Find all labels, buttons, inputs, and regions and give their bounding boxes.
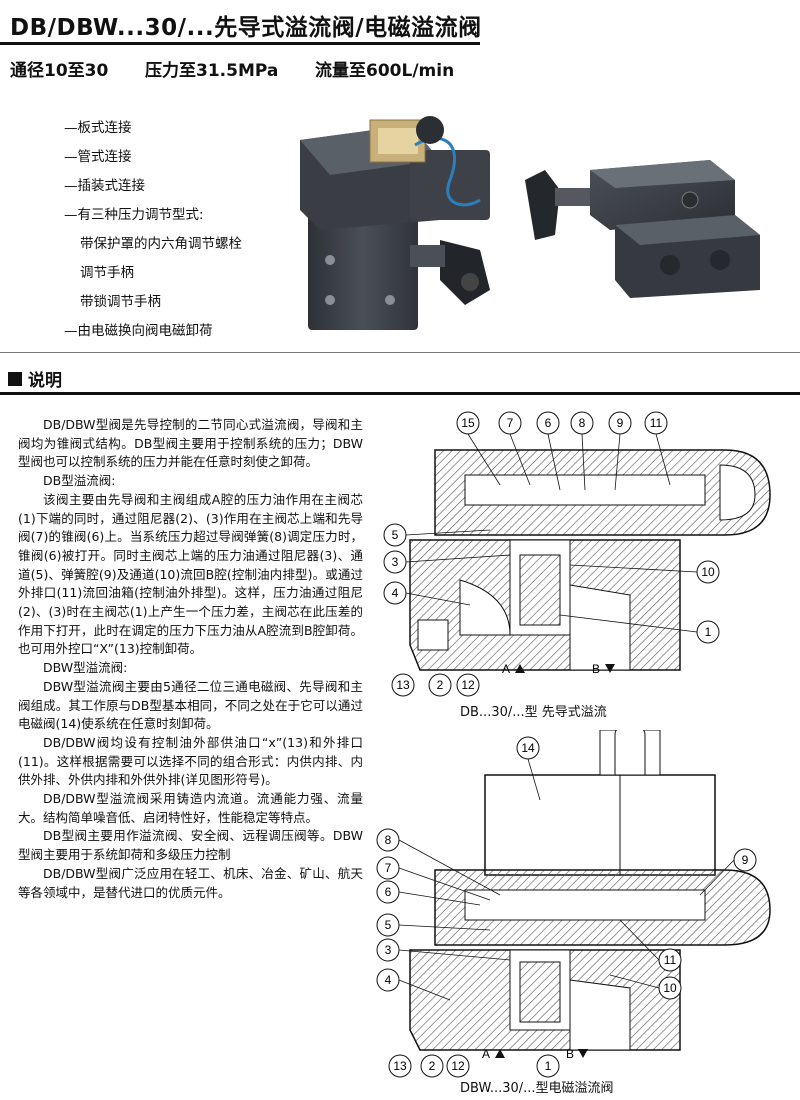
callout-6: 6 xyxy=(385,885,392,899)
callout-9: 9 xyxy=(742,853,749,867)
callout-4: 4 xyxy=(385,973,392,987)
callout-3: 3 xyxy=(392,555,399,569)
callout-9: 9 xyxy=(617,416,624,430)
arrow-up-icon xyxy=(495,1049,505,1058)
callout-14: 14 xyxy=(521,741,535,755)
paragraph-heading: DB型溢流阀: xyxy=(43,473,116,489)
paragraph-heading: DBW型溢流阀: xyxy=(43,660,128,676)
callout-5: 5 xyxy=(385,918,392,932)
diagram1-caption: DB...30/...型 先导式溢流 xyxy=(460,705,607,720)
arrow-down-icon xyxy=(578,1049,588,1058)
section-title: 说明 xyxy=(28,371,62,391)
port-a-label: A xyxy=(502,662,510,676)
callout-2: 2 xyxy=(437,678,444,692)
db-valve-photo xyxy=(525,160,760,298)
paragraph: DB/DBW阀均设有控制油外部供油口“x”(13)和外排口(11)。这样根据需要… xyxy=(18,734,363,788)
dbw-cross-section-diagram: 14 8 7 6 5 3 4 9 11 10 13 2 12 1 A B xyxy=(376,730,771,1078)
arrow-down-icon xyxy=(605,664,615,673)
feature-subitem: 带锁调节手柄 xyxy=(80,294,161,310)
section-underline xyxy=(0,392,800,395)
page-title: DB/DBW...30/...先导式溢流阀/电磁溢流阀 xyxy=(10,15,482,41)
feature-item: —由电磁换向阀电磁卸荷 xyxy=(64,323,213,339)
description-text: DB/DBW型阀是先导控制的二节同心式溢流阀，导阀和主阀均为锥阀式结构。DB型阀… xyxy=(18,416,363,902)
callout-13: 13 xyxy=(393,1059,407,1073)
spec-flow: 流量至600L/min xyxy=(315,61,455,81)
feature-item: —插装式连接 xyxy=(64,178,145,194)
callout-3: 3 xyxy=(385,943,392,957)
callout-6: 6 xyxy=(545,416,552,430)
callout-4: 4 xyxy=(392,586,399,600)
callout-1: 1 xyxy=(545,1059,552,1073)
callout-15: 15 xyxy=(461,416,475,430)
spec-pressure: 压力至31.5MPa xyxy=(145,61,279,81)
title-divider xyxy=(0,42,480,45)
spec-line: 通径10至30 压力至31.5MPa 流量至600L/min xyxy=(10,56,454,81)
paragraph: DB/DBW型溢流阀采用铸造内流道。流通能力强、流量大。结构简单噪音低、启闭特性… xyxy=(18,791,363,825)
db-cross-section-diagram: 15 7 6 8 9 11 5 3 10 4 1 13 2 12 A B xyxy=(383,411,771,697)
callout-7: 7 xyxy=(385,861,392,875)
callout-2: 2 xyxy=(429,1059,436,1073)
callout-group: 15 7 6 8 9 11 5 3 10 4 1 13 2 12 xyxy=(383,411,720,697)
square-bullet-icon xyxy=(8,371,22,386)
port-a-label: A xyxy=(482,1047,490,1061)
feature-item: —有三种压力调节型式: xyxy=(64,207,204,223)
feature-list: —板式连接 —管式连接 —插装式连接 —有三种压力调节型式: 带保护罩的内六角调… xyxy=(64,120,242,352)
diagram2-caption: DBW...30/...型电磁溢流阀 xyxy=(460,1081,614,1096)
callout-8: 8 xyxy=(579,416,586,430)
paragraph: DB/DBW型阀是先导控制的二节同心式溢流阀，导阀和主阀均为锥阀式结构。DB型阀… xyxy=(18,417,363,470)
callout-13: 13 xyxy=(396,678,410,692)
callout-1: 1 xyxy=(705,625,712,639)
callout-11: 11 xyxy=(650,416,663,430)
dbw-valve-photo xyxy=(300,116,490,330)
callout-12: 12 xyxy=(461,678,475,692)
callout-8: 8 xyxy=(385,833,392,847)
port-b-label: B xyxy=(566,1047,574,1061)
section-divider xyxy=(0,352,800,353)
arrow-up-icon xyxy=(515,664,525,673)
spec-bore: 通径10至30 xyxy=(10,61,109,81)
callout-11: 11 xyxy=(664,953,677,967)
feature-item: —板式连接 xyxy=(64,120,132,136)
paragraph: 该阀主要由先导阀和主阀组成A腔的压力油作用在主阀芯(1)下端的同时，通过阻尼器(… xyxy=(18,491,363,657)
callout-group: 14 8 7 6 5 3 4 9 11 10 13 2 12 1 xyxy=(376,736,757,1078)
paragraph: DB/DBW型阀广泛应用在轻工、机床、冶金、矿山、航天等各领域中，是替代进口的优… xyxy=(18,865,363,900)
port-b-label: B xyxy=(592,662,600,676)
callout-5: 5 xyxy=(392,528,399,542)
feature-item: —管式连接 xyxy=(64,149,132,165)
callout-7: 7 xyxy=(507,416,514,430)
section-header: 说明 xyxy=(8,366,62,391)
paragraph: DBW型溢流阀主要由5通径二位三通电磁阀、先导阀和主阀组成。其工作原与DB型基本… xyxy=(18,678,363,732)
paragraph: DB型阀主要用作溢流阀、安全阀、远程调压阀等。DBW型阀主要用于系统卸荷和多级压… xyxy=(18,828,363,863)
callout-12: 12 xyxy=(451,1059,465,1073)
callout-10: 10 xyxy=(701,565,715,579)
feature-subitem: 带保护罩的内六角调节螺栓 xyxy=(80,236,242,252)
feature-subitem: 调节手柄 xyxy=(80,265,134,281)
callout-10: 10 xyxy=(663,981,677,995)
